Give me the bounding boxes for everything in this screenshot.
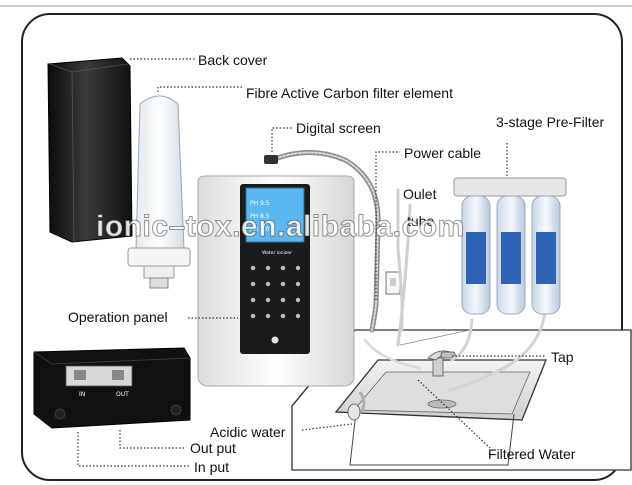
panel-button — [265, 313, 271, 319]
label-prefilter: 3-stage Pre-Filter — [496, 114, 605, 130]
screen-readout-1: PH 9.5 — [250, 200, 270, 207]
panel-button — [250, 265, 256, 271]
panel-button — [250, 281, 256, 287]
panel-button — [295, 265, 301, 271]
panel-button — [265, 265, 271, 271]
port-label-in: IN — [79, 391, 85, 398]
panel-button-grid — [250, 265, 301, 344]
prefilter-housing — [461, 195, 491, 315]
acidic-water-hose — [347, 391, 366, 421]
leader-filtered-water — [417, 379, 491, 449]
carbon-filter-element — [127, 95, 191, 289]
label-acidic-water: Acidic water — [210, 424, 286, 440]
label-tap: Tap — [551, 349, 574, 365]
leader-in-put — [77, 432, 190, 467]
port-label-out: OUT — [116, 391, 129, 398]
panel-button — [295, 281, 301, 287]
panel-button — [250, 297, 256, 303]
leader-out-put — [119, 430, 186, 449]
label-filter-element: Fibre Active Carbon filter element — [246, 85, 453, 101]
label-outlet-line1: Oulet — [403, 186, 437, 202]
screen-readout-2: PH 8.5 — [250, 213, 270, 220]
prefilter-housing — [531, 195, 561, 315]
label-digital-screen: Digital screen — [296, 120, 381, 136]
prefilter-brand: JIALE — [537, 225, 553, 232]
power-button — [271, 336, 279, 344]
water-tap — [427, 350, 456, 377]
label-power-cable: Power cable — [404, 145, 482, 161]
bottom-view-inset: IN OUT — [33, 347, 191, 429]
panel-title: Water ionizer — [262, 250, 292, 256]
label-back-cover: Back cover — [198, 52, 268, 68]
panel-button — [250, 313, 256, 319]
leader-power-cable — [375, 151, 400, 300]
prefilter-housing — [496, 195, 526, 315]
flexible-spout — [264, 150, 381, 333]
sink-basin — [334, 359, 547, 466]
prefilter-unit: JIALE — [453, 177, 567, 315]
leader-lines — [77, 58, 546, 467]
panel-button — [280, 297, 286, 303]
leader-filter-element — [157, 86, 242, 92]
panel-button — [280, 265, 286, 271]
digital-screen — [245, 187, 305, 243]
label-in-put: In put — [194, 459, 230, 475]
label-outlet-line2: tube — [407, 213, 435, 229]
tubing — [363, 188, 547, 392]
leader-digital-screen — [271, 127, 292, 152]
label-operation-panel: Operation panel — [68, 309, 168, 325]
panel-button — [295, 313, 301, 319]
panel-button — [265, 281, 271, 287]
panel-button — [265, 297, 271, 303]
panel-button — [280, 313, 286, 319]
back-cover — [47, 57, 133, 243]
panel-button — [295, 297, 301, 303]
water-ionizer: PH 9.5 PH 8.5 PH 7.0 Water ionizer — [197, 175, 355, 387]
panel-button — [280, 281, 286, 287]
screen-readout-3: PH 7.0 — [250, 226, 270, 233]
wall-socket — [385, 271, 401, 295]
label-out-put: Out put — [190, 440, 236, 456]
label-filtered-water: Filtered Water — [488, 446, 576, 462]
leader-acidic-water — [301, 423, 353, 431]
